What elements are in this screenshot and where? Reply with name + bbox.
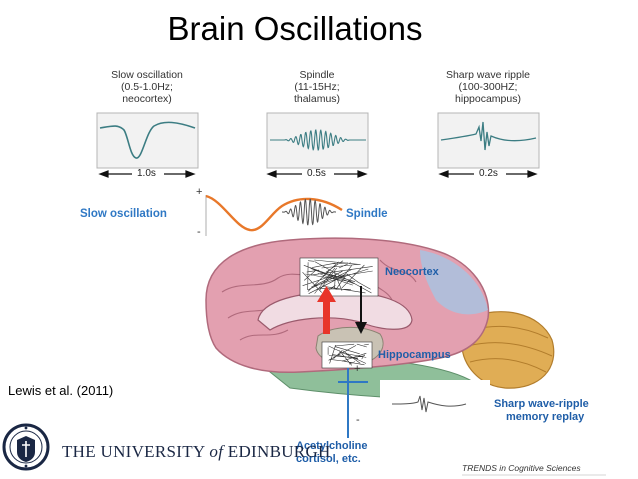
citation: Lewis et al. (2011) [8, 383, 114, 398]
osc-label-ripple-line1: Sharp wave ripple [445, 69, 531, 81]
neuromodulator-line2: cortisol, etc. [296, 453, 361, 465]
osc-label-slow-line2: (0.5-1.0Hz; [121, 81, 173, 93]
university-seal [2, 423, 50, 471]
coupled-spindle-wave [282, 198, 336, 226]
ripple-replay-label: Sharp wave-ripple memory replay [494, 398, 589, 424]
university-name-pre: THE UNIVERSITY [62, 442, 210, 461]
spindle-panel [266, 112, 369, 169]
slow-oscillation-wave [99, 121, 196, 159]
duration-arrow-spindle [266, 170, 368, 178]
ripple-inset-wave [391, 395, 467, 413]
osc-label-ripple-line3: hippocampus) [455, 93, 521, 105]
coupling-slow-oscillation-label: Slow oscillation [80, 208, 167, 220]
coupling-spindle-label: Spindle [346, 208, 388, 220]
ripple-replay-line1: Sharp wave-ripple [494, 398, 589, 410]
hippocampus-label: Hippocampus [378, 349, 451, 361]
osc-label-ripple: Sharp wave ripple (100-300HZ; hippocampu… [428, 69, 548, 105]
osc-label-slow-line1: Slow oscillation [111, 69, 183, 81]
ripple-replay-line2: memory replay [506, 411, 585, 423]
slow-oscillation-panel [96, 112, 199, 169]
neuromodulator-line1: Acetylcholine [296, 440, 368, 452]
slide-title: Brain Oscillations [167, 10, 423, 47]
osc-label-spindle-line1: Spindle [299, 69, 335, 81]
osc-label-spindle-line2: (11-15Hz; [294, 81, 340, 93]
university-name-post: EDINBURGH [227, 442, 331, 461]
slow-oscillation-orange-wave [205, 194, 343, 232]
journal-credit: TRENDS in Cognitive Sciences [462, 463, 581, 473]
occipital-lobe [420, 250, 488, 315]
coupling-plus: + [196, 186, 203, 198]
brain-illustration [205, 237, 555, 438]
spindle-wave [270, 129, 366, 151]
osc-label-spindle-line3: thalamus) [293, 93, 341, 105]
ripple-wave [440, 121, 537, 151]
duration-arrow-ripple [438, 170, 538, 178]
duration-label-spindle: 0.5s [307, 168, 326, 179]
neuromodulator-label: Acetylcholine cortisol, etc. [296, 440, 368, 466]
coupling-minus: - [197, 226, 201, 238]
neocortex-label: Neocortex [385, 266, 439, 278]
osc-label-spindle: Spindle (11-15Hz; thalamus) [262, 69, 372, 105]
brain-plus: + [354, 363, 361, 375]
duration-label-slow: 1.0s [137, 168, 156, 179]
brain-minus: - [356, 414, 360, 426]
osc-label-slow: Slow oscillation (0.5-1.0Hz; neocortex) [92, 69, 202, 105]
ripple-panel [437, 112, 540, 169]
university-name-of: of [209, 442, 224, 461]
black-down-arrow [355, 286, 367, 334]
duration-arrow-slow [98, 170, 196, 178]
osc-label-ripple-line2: (100-300HZ; [458, 81, 518, 93]
coupling-diagram [205, 194, 343, 236]
osc-label-slow-line3: neocortex) [122, 93, 172, 105]
red-up-arrow [317, 286, 336, 334]
university-name: THE UNIVERSITY of EDINBURGH [62, 442, 331, 462]
duration-label-ripple: 0.2s [479, 168, 498, 179]
